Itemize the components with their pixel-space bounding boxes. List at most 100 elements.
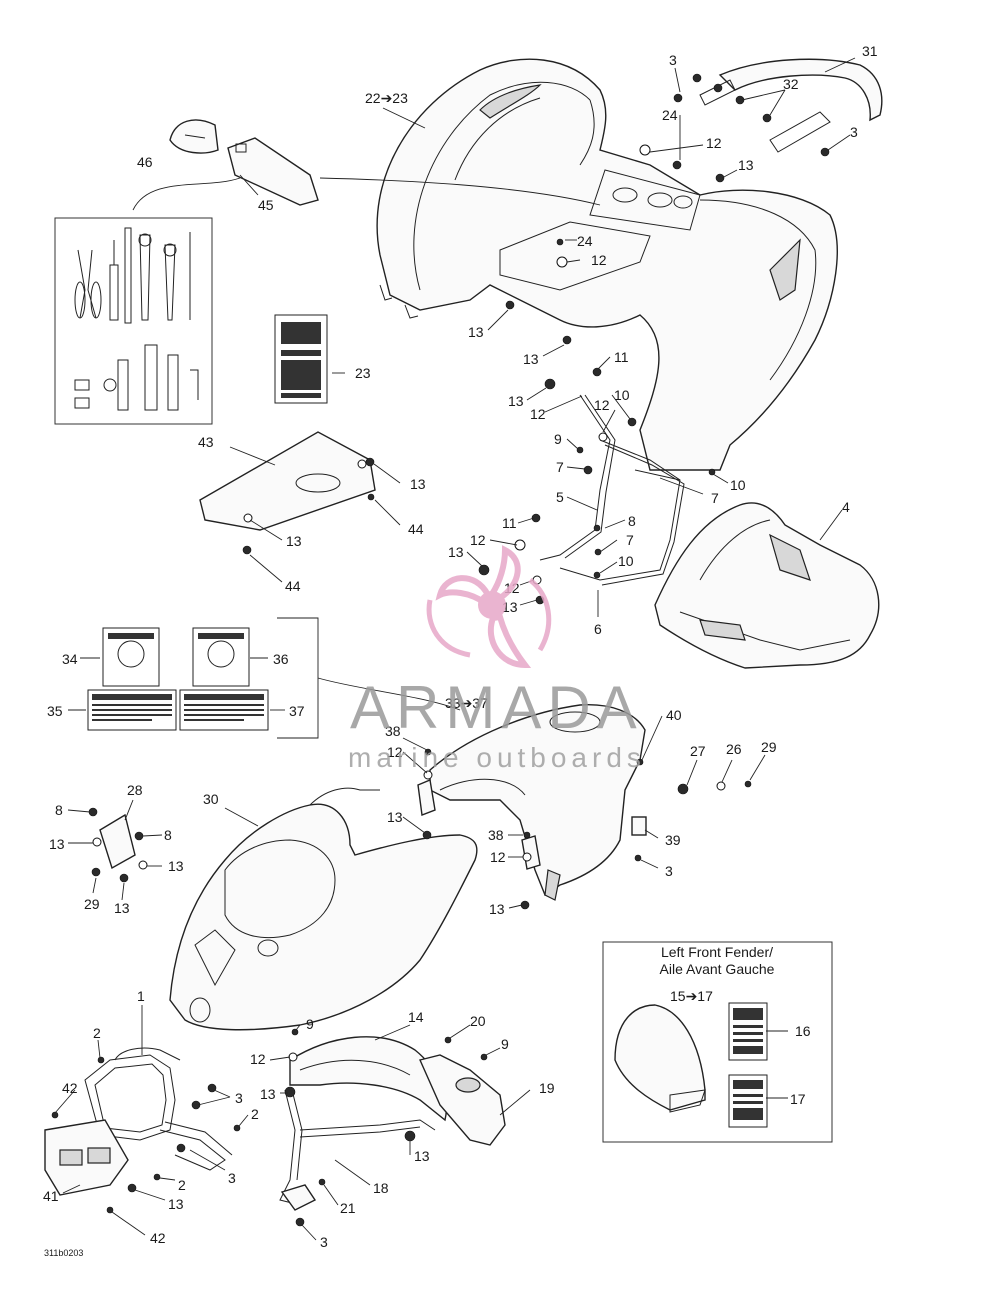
callout-12: 12: [706, 135, 722, 151]
callout-3: 3: [235, 1090, 243, 1106]
callout-44: 44: [408, 521, 424, 537]
callout-31: 31: [862, 43, 878, 59]
callout-13: 13: [448, 544, 464, 560]
callout-23: 23: [355, 365, 371, 381]
decal-23: [274, 314, 328, 404]
rear-fender: [376, 58, 838, 471]
callout-5: 5: [556, 489, 564, 505]
callout-13: 13: [260, 1086, 276, 1102]
callout-3: 3: [669, 52, 677, 68]
watermark-tagline: marine outboards: [348, 742, 646, 773]
callout-10: 10: [618, 553, 634, 569]
callout-13: 13: [468, 324, 484, 340]
callout-12: 12: [387, 744, 403, 760]
callout-13: 13: [502, 599, 518, 615]
callout-3: 3: [228, 1170, 236, 1186]
bracket-28: [99, 813, 136, 870]
callout-7: 7: [556, 459, 564, 475]
drawing-code: 311b0203: [44, 1248, 83, 1258]
front-fender-14: [289, 1036, 447, 1122]
callout-9: 9: [554, 431, 562, 447]
callout-2: 2: [178, 1177, 186, 1193]
callout-13: 13: [738, 157, 754, 173]
callout-13: 13: [410, 476, 426, 492]
strap-46: [169, 119, 219, 154]
callout-3: 3: [850, 124, 858, 140]
tank-cover-40: [429, 704, 646, 901]
fender-support-18: [279, 1089, 436, 1211]
skid-plate-41: [44, 1119, 129, 1196]
callout-27: 27: [690, 743, 706, 759]
callout-13: 13: [114, 900, 130, 916]
leader-lines: [54, 57, 856, 1241]
left-front-fender-inset: [602, 941, 833, 1143]
callout-12: 12: [250, 1051, 266, 1067]
callout-29: 29: [84, 896, 100, 912]
callout-29: 29: [761, 739, 777, 755]
callout-9: 9: [501, 1036, 509, 1052]
callout-12: 12: [591, 252, 607, 268]
safety-labels: [87, 617, 319, 739]
callout-12: 12: [470, 532, 486, 548]
callout-46: 46: [137, 154, 153, 170]
tool-holder-45: [227, 137, 319, 206]
callout-8: 8: [55, 802, 63, 818]
callout-40: 40: [666, 707, 682, 723]
watermark-brand: ARMADA: [350, 674, 643, 741]
inset-title-line-2: Aile Avant Gauche: [660, 961, 775, 977]
mud-flap-19: [419, 1054, 506, 1146]
callout-2: 2: [93, 1025, 101, 1041]
callout-34: 34: [62, 651, 78, 667]
callout-37: 37: [289, 703, 305, 719]
callout-13: 13: [387, 809, 403, 825]
callout-13: 13: [523, 351, 539, 367]
tool-kit-box: [54, 217, 213, 425]
callout-33-37: 33➔37: [445, 695, 488, 711]
callout-13: 13: [489, 901, 505, 917]
callout-45: 45: [258, 197, 274, 213]
callout-3: 3: [665, 863, 673, 879]
callout-labels: 31 3 32 22➔23 24 3 12 13 46 45 24 12 13 …: [43, 43, 878, 1258]
callout-12: 12: [530, 406, 546, 422]
callout-24: 24: [577, 233, 593, 249]
hardware: [51, 73, 830, 1227]
callout-13: 13: [414, 1148, 430, 1164]
callout-26: 26: [726, 741, 742, 757]
callout-18: 18: [373, 1180, 389, 1196]
callout-20: 20: [470, 1013, 486, 1029]
callout-41: 41: [43, 1188, 59, 1204]
callout-14: 14: [408, 1009, 424, 1025]
propeller-icon: [426, 545, 552, 669]
callout-10: 10: [614, 387, 630, 403]
callout-2: 2: [251, 1106, 259, 1122]
callout-8: 8: [628, 513, 636, 529]
callout-12: 12: [594, 397, 610, 413]
callout-8: 8: [164, 827, 172, 843]
callout-7: 7: [711, 490, 719, 506]
callout-24: 24: [662, 107, 678, 123]
callout-11: 11: [614, 349, 629, 365]
callout-1: 1: [137, 988, 145, 1004]
callout-6: 6: [594, 621, 602, 637]
callout-38: 38: [385, 723, 401, 739]
callout-15-17: 15➔17: [670, 988, 713, 1004]
callout-21: 21: [340, 1200, 356, 1216]
callout-16: 16: [795, 1023, 811, 1039]
callout-13: 13: [286, 533, 302, 549]
inset-title-line-1: Left Front Fender/: [661, 944, 773, 960]
callout-4: 4: [842, 499, 850, 515]
callout-44: 44: [285, 578, 301, 594]
callout-13: 13: [168, 858, 184, 874]
callout-35: 35: [47, 703, 63, 719]
callout-12: 12: [490, 849, 506, 865]
skid-plate-43: [199, 431, 376, 531]
callout-22-23: 22➔23: [365, 90, 408, 106]
callout-30: 30: [203, 791, 219, 807]
spacer-39: [631, 816, 647, 836]
callout-11: 11: [502, 515, 517, 531]
callout-38: 38: [488, 827, 504, 843]
callout-13: 13: [168, 1196, 184, 1212]
footwell-4: [654, 502, 880, 669]
watermark: ARMADA marine outboards: [348, 545, 646, 773]
